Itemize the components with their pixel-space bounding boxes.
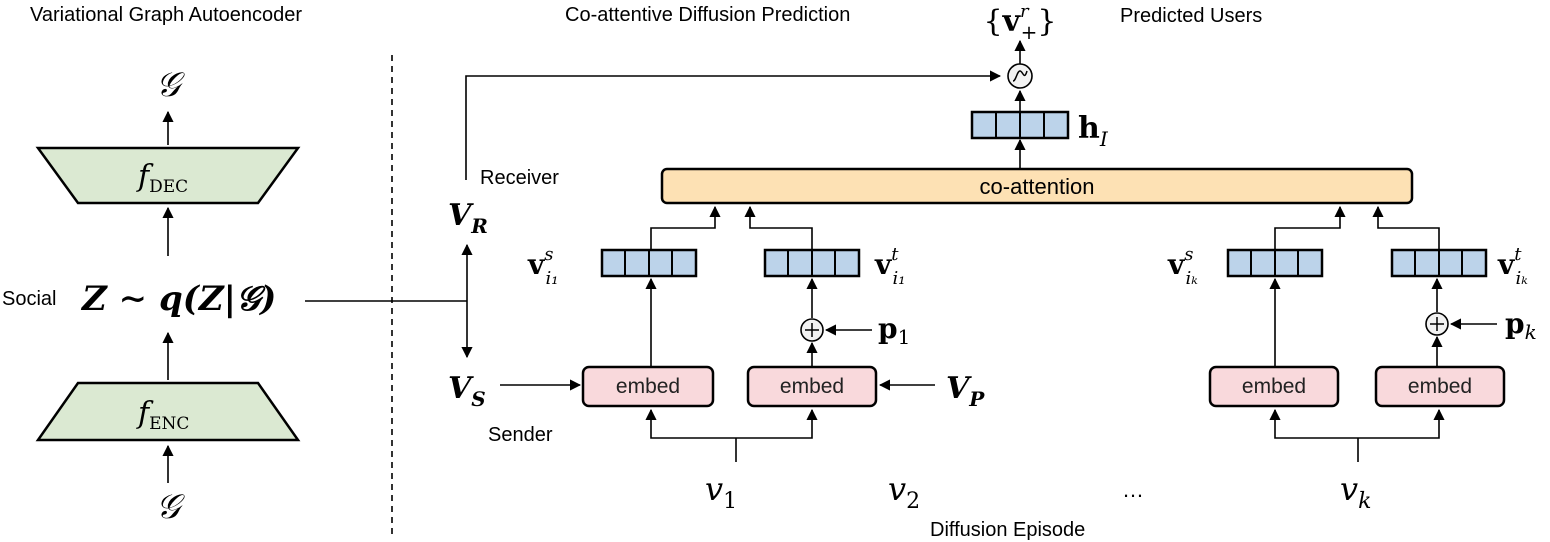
item-vk-label: vk: [1340, 470, 1371, 514]
vt-ik-vector: [1390, 248, 1488, 278]
vs-ik-to-coattention-arrow: [1274, 205, 1346, 250]
embed-sender-box-1: [581, 365, 715, 408]
embed-sender-label-k: embed: [1242, 375, 1306, 398]
embed-position-box-1: [746, 365, 878, 408]
add-node-1: [800, 318, 824, 342]
vk-to-sender-embed-arrow: [1269, 408, 1358, 439]
hi-label: hI: [1078, 111, 1109, 151]
receiver-embedding-vr: VR: [448, 198, 488, 238]
item-v1-label: v1: [705, 470, 737, 514]
v1-to-position-embed-arrow: [736, 408, 818, 439]
v1-to-sender-embed-arrow: [645, 408, 736, 439]
coattention-label: co-attention: [980, 174, 1095, 199]
codiff-title: Co-attentive Diffusion Prediction: [565, 4, 850, 26]
predicted-set-label: {vr+}: [984, 1, 1057, 44]
vs-i1-to-coattention-arrow: [650, 205, 721, 250]
coattention-block: [660, 167, 1414, 205]
embed-position-label-1: embed: [780, 375, 844, 398]
embed-sender-label-1: embed: [616, 375, 680, 398]
graph-output-label: 𝒢: [156, 65, 185, 105]
social-label: Social: [2, 288, 56, 310]
latent-z-expression: 𝒁 ∼ q(𝒁|𝒢): [80, 279, 276, 319]
receiver-label: Receiver: [480, 167, 559, 189]
vt-i1-vector: [763, 248, 861, 278]
embed-position-box-k: [1374, 365, 1506, 408]
p1-label: p1: [878, 312, 910, 349]
embed-position-label-k: embed: [1408, 375, 1472, 398]
diffusion-episode-title: Diffusion Episode: [930, 519, 1085, 541]
encoder-trapezoid: [35, 381, 301, 442]
predicted-users-title: Predicted Users: [1120, 5, 1262, 27]
vr-to-sigmoid-arrow: [465, 70, 1002, 180]
decoder-trapezoid: [35, 146, 301, 205]
hi-vector: [970, 110, 1070, 140]
sender-embedding-vs: VS: [448, 371, 486, 411]
position-embedding-vp: VP: [946, 371, 985, 411]
vs-ik-vector: [1226, 248, 1324, 278]
add-node-k: [1425, 312, 1449, 336]
pk-label: pk: [1505, 307, 1537, 344]
sender-label: Sender: [488, 424, 553, 446]
vk-to-position-embed-arrow: [1358, 408, 1445, 439]
graph-input-label: 𝒢: [156, 487, 185, 527]
vt-i1-to-coattention-arrow: [744, 205, 813, 250]
ellipsis-label: …: [1122, 477, 1144, 502]
item-v2-label: v2: [888, 470, 920, 514]
sigmoid-node: [1007, 63, 1033, 89]
vs-i1-vector: [600, 248, 698, 278]
embed-sender-box-k: [1208, 365, 1340, 408]
vgae-title: Variational Graph Autoencoder: [30, 4, 302, 26]
vt-ik-to-coattention-arrow: [1372, 205, 1440, 250]
